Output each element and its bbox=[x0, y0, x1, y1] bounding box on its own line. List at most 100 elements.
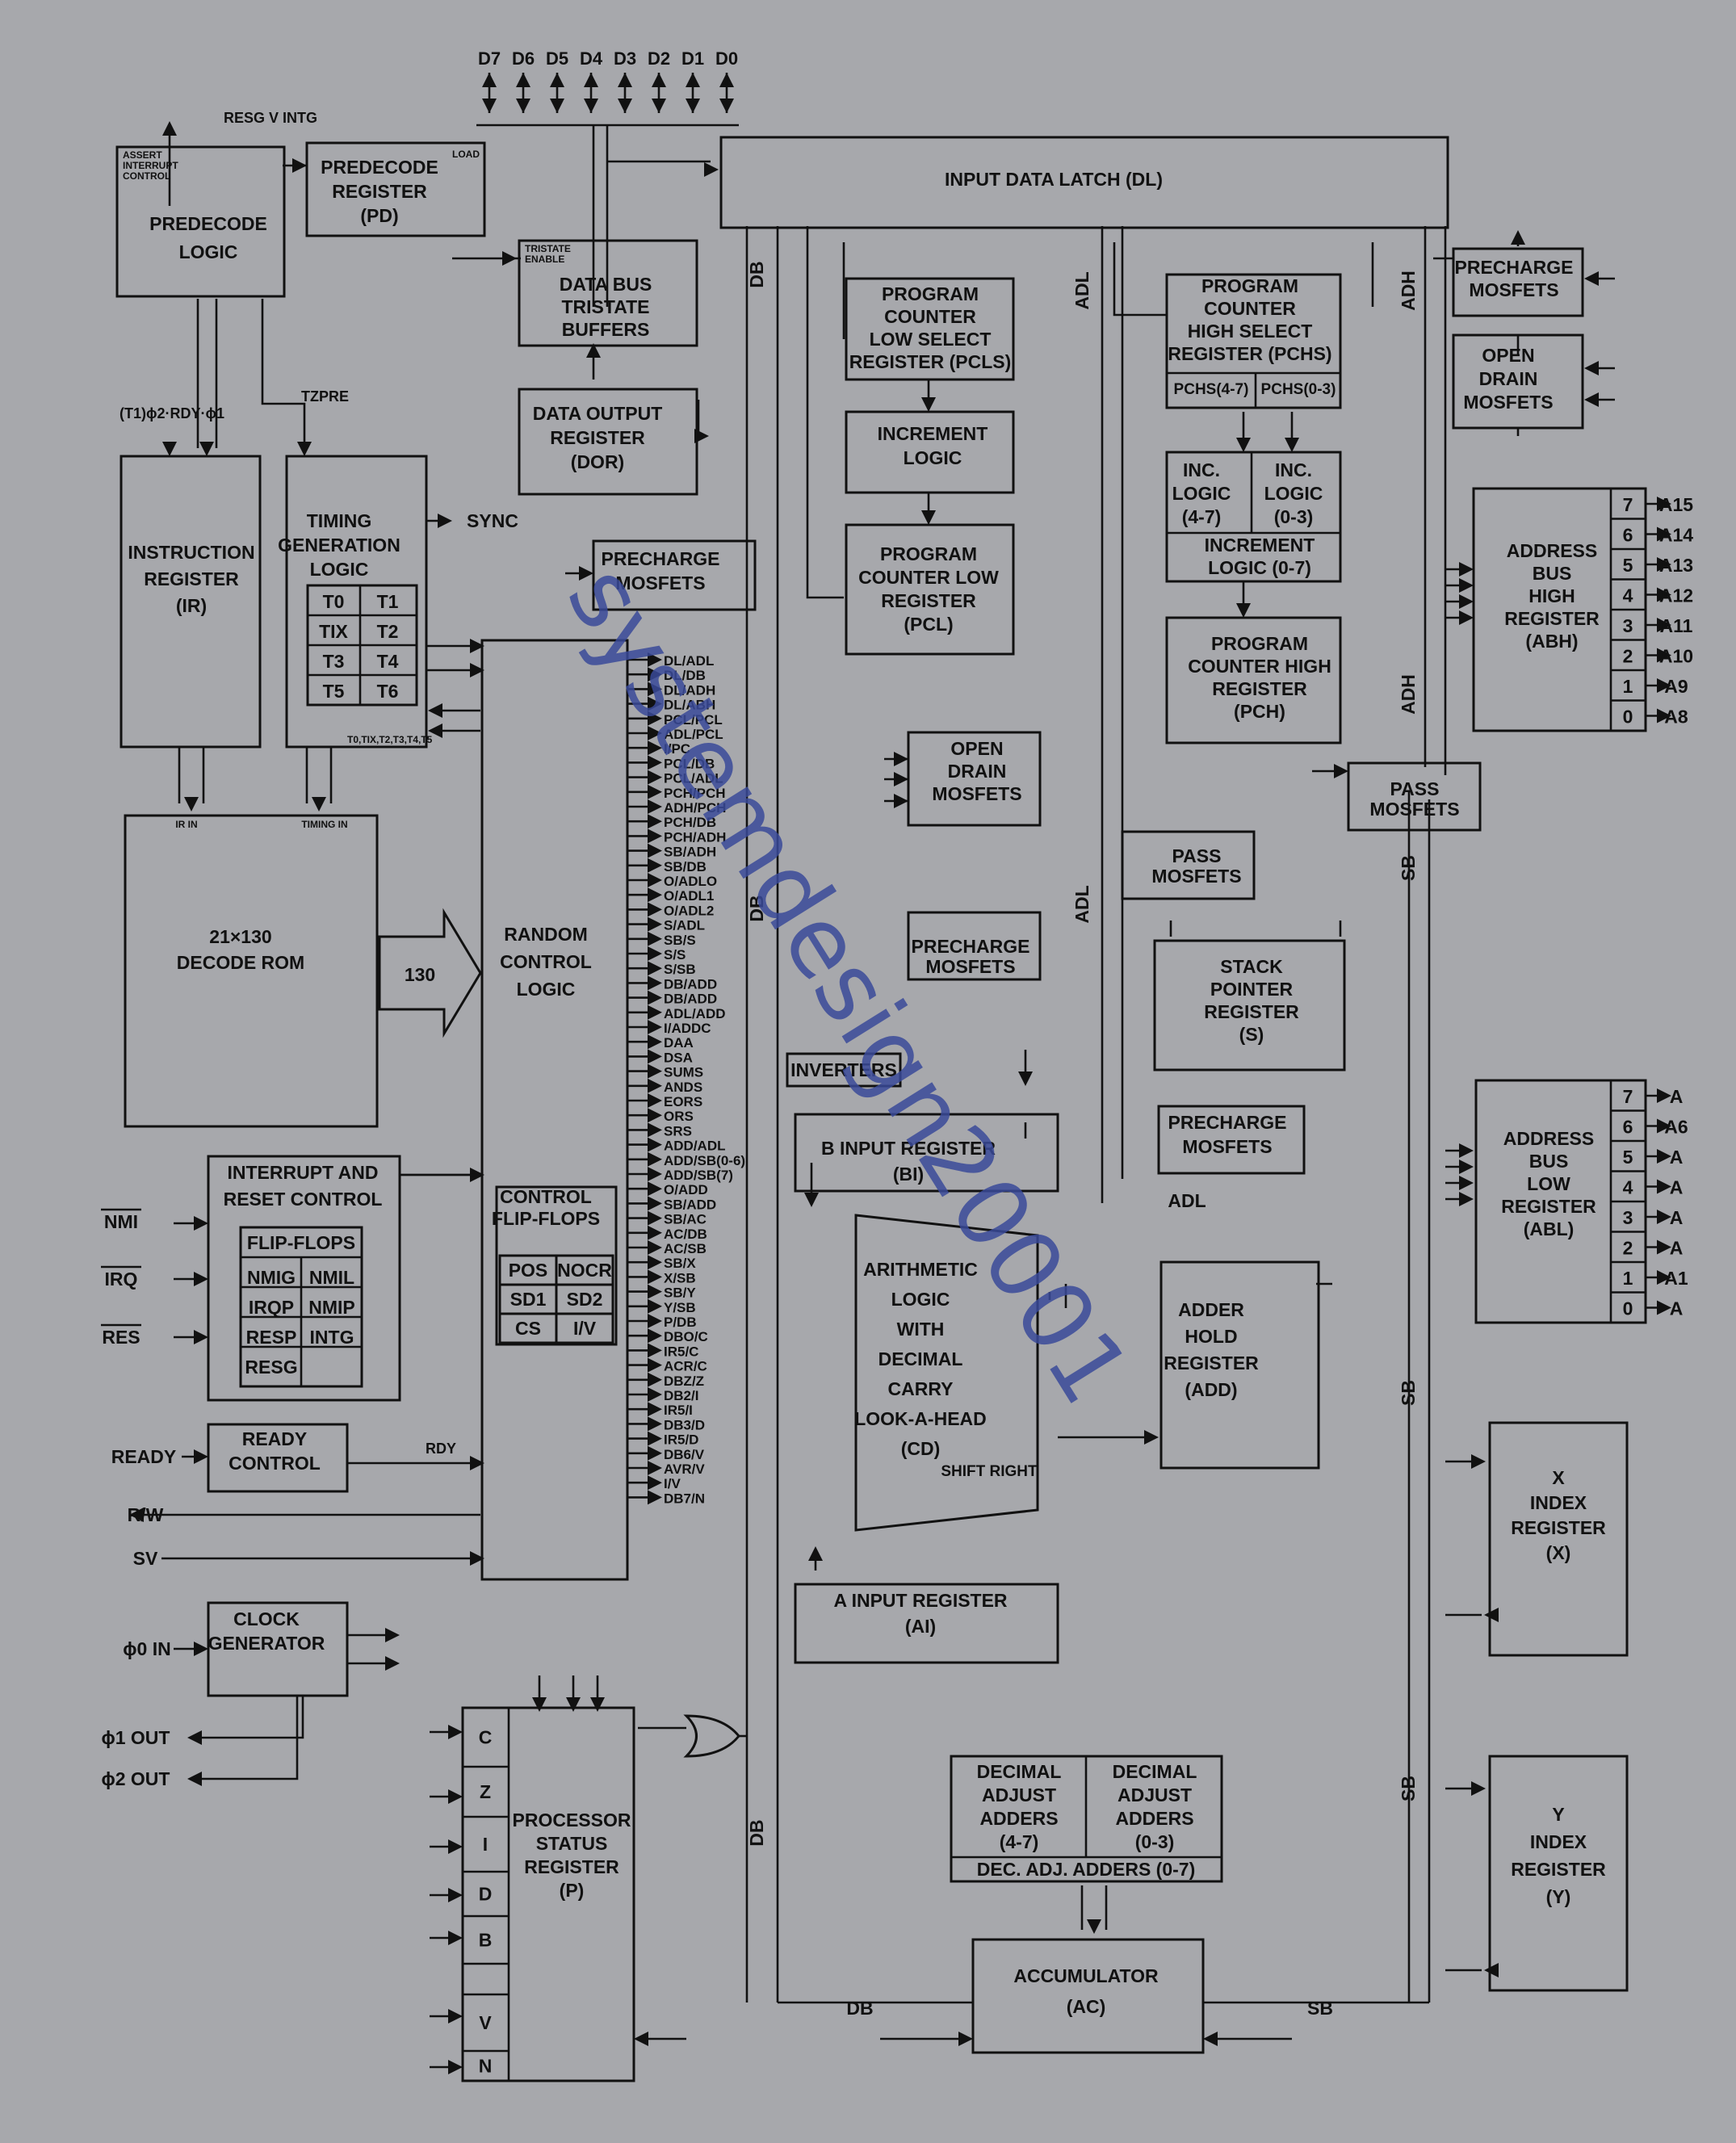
pass-2-label: PASS bbox=[1172, 845, 1222, 866]
tristate-label: TRISTATE bbox=[561, 296, 649, 317]
alu-label: ARITHMETIC bbox=[863, 1259, 978, 1280]
increment-logic-label: LOGIC bbox=[904, 447, 962, 468]
arrowhead bbox=[1657, 1179, 1671, 1194]
predecode-register-label: (PD) bbox=[360, 205, 398, 226]
abh-label: BUS bbox=[1533, 563, 1572, 584]
control-arrow bbox=[648, 1402, 662, 1417]
timing-generation-label: LOGIC bbox=[310, 559, 369, 580]
arrowhead bbox=[187, 1730, 202, 1745]
pchs-label: PROGRAM bbox=[1201, 275, 1298, 296]
abl-label: BUS bbox=[1529, 1151, 1569, 1172]
control-arrow bbox=[648, 1298, 662, 1314]
control-signal: DB2/I bbox=[664, 1388, 698, 1403]
interrupt-ff-cell: NMIP bbox=[308, 1297, 355, 1318]
rdy-label: RDY bbox=[426, 1441, 456, 1457]
x-index-label: X bbox=[1552, 1467, 1565, 1488]
inc-03-label: INC. bbox=[1275, 459, 1312, 480]
processor-status-box bbox=[461, 1706, 635, 2082]
control-arrow bbox=[648, 1328, 662, 1344]
control-signal: SUMS bbox=[664, 1065, 703, 1080]
y-index-label: REGISTER bbox=[1511, 1859, 1606, 1880]
interrupt-reset-label: RESET CONTROL bbox=[224, 1189, 383, 1210]
phi2-out-pin: ϕ2 OUT bbox=[102, 1768, 170, 1789]
arrowhead bbox=[194, 1642, 208, 1656]
tzpre-label: TZPRE bbox=[301, 388, 349, 405]
control-arrow bbox=[648, 990, 662, 1005]
control-signal: DB3/D bbox=[664, 1417, 705, 1432]
arrowhead bbox=[1459, 1192, 1474, 1206]
control-signal: ACR/C bbox=[664, 1359, 707, 1374]
processor-status-label: REGISTER bbox=[524, 1856, 619, 1877]
control-signal: O/ADL2 bbox=[664, 903, 714, 918]
res-pin: RES bbox=[102, 1327, 140, 1348]
open-drain-adh-label: MOSFETS bbox=[1463, 392, 1553, 413]
abh-pin: A10 bbox=[1659, 646, 1693, 667]
data-pin-d5: D5 bbox=[546, 48, 568, 69]
arrowhead bbox=[448, 1888, 463, 1902]
pcls-label: COUNTER bbox=[884, 306, 976, 327]
wire bbox=[202, 1696, 304, 1739]
abl-label: ADDRESS bbox=[1503, 1128, 1594, 1149]
control-signal: AC/DB bbox=[664, 1227, 707, 1242]
control-arrow bbox=[648, 931, 662, 946]
arrowhead bbox=[958, 2032, 973, 2046]
stack-pointer-label: POINTER bbox=[1210, 979, 1294, 1000]
arrowhead bbox=[199, 442, 214, 456]
control-signal: DB7/N bbox=[664, 1491, 705, 1506]
arrowhead bbox=[1657, 526, 1671, 542]
arrowhead bbox=[586, 343, 601, 358]
control-arrow bbox=[648, 1181, 662, 1197]
dec-adj-03-label: DECIMAL bbox=[1113, 1761, 1197, 1782]
accumulator-label: ACCUMULATOR bbox=[1013, 1965, 1159, 1986]
arrowhead bbox=[704, 162, 719, 177]
pcls-label: LOW SELECT bbox=[870, 329, 992, 350]
arrowhead bbox=[1584, 392, 1599, 407]
data-pin-d4: D4 bbox=[580, 48, 603, 69]
control-arrow bbox=[648, 1210, 662, 1226]
control-arrow bbox=[648, 696, 662, 711]
abl-pin: A1 bbox=[1664, 1268, 1688, 1289]
data-pin-d7: D7 bbox=[478, 48, 501, 69]
pch-label: (PCH) bbox=[1234, 701, 1285, 722]
control-flipflops-label: CONTROL bbox=[500, 1186, 592, 1207]
open-drain-adl-label: MOSFETS bbox=[932, 783, 1021, 804]
ready-pin: READY bbox=[111, 1446, 177, 1467]
arrowhead bbox=[1459, 610, 1474, 625]
pchs-half-a: PCHS(4-7) bbox=[1174, 381, 1249, 398]
input-data-latch-label: INPUT DATA LATCH (DL) bbox=[945, 169, 1163, 190]
arrowhead bbox=[448, 1725, 463, 1739]
processor-status-label: STATUS bbox=[536, 1833, 608, 1854]
control-signal: DL/DB bbox=[664, 668, 706, 683]
control-arrow bbox=[648, 873, 662, 887]
y-index-label: INDEX bbox=[1530, 1831, 1587, 1852]
arrowhead bbox=[1657, 1210, 1671, 1224]
control-arrow bbox=[648, 1461, 662, 1475]
instruction-register-label: REGISTER bbox=[144, 568, 239, 589]
control-signal: ADD/SB(0-6) bbox=[664, 1153, 745, 1168]
flag-i: I bbox=[483, 1834, 488, 1855]
timing-state-t3: T3 bbox=[323, 651, 345, 672]
control-signal: SB/DB bbox=[664, 859, 707, 874]
alu-outline bbox=[854, 1214, 1039, 1532]
pin-arrow bbox=[686, 99, 700, 113]
abh-bit: 2 bbox=[1623, 646, 1633, 667]
abh-bit: 7 bbox=[1623, 494, 1633, 515]
open-drain-adh-box bbox=[1452, 333, 1584, 430]
instruction-register-label: (IR) bbox=[176, 595, 207, 616]
shift-right-label: SHIFT RIGHT bbox=[941, 1463, 1038, 1480]
tristate-label: DATA BUS bbox=[560, 274, 652, 295]
arrowhead bbox=[428, 723, 442, 738]
interrupt-ff-cell: IRQP bbox=[249, 1297, 294, 1318]
control-signal: AVR/V bbox=[664, 1462, 705, 1477]
control-signal: PCH/PCH bbox=[664, 786, 726, 801]
abl-pin: A bbox=[1670, 1298, 1684, 1319]
pcls-label: PROGRAM bbox=[882, 283, 979, 304]
arrowhead bbox=[1236, 438, 1251, 452]
timing-in-label: TIMING IN bbox=[301, 819, 347, 830]
input-data-latch-box bbox=[719, 136, 1449, 229]
abh-bit: 3 bbox=[1623, 615, 1633, 636]
arrowhead bbox=[1471, 1781, 1486, 1796]
abl-pin: A bbox=[1670, 1238, 1684, 1259]
alu-label: CARRY bbox=[888, 1378, 954, 1399]
